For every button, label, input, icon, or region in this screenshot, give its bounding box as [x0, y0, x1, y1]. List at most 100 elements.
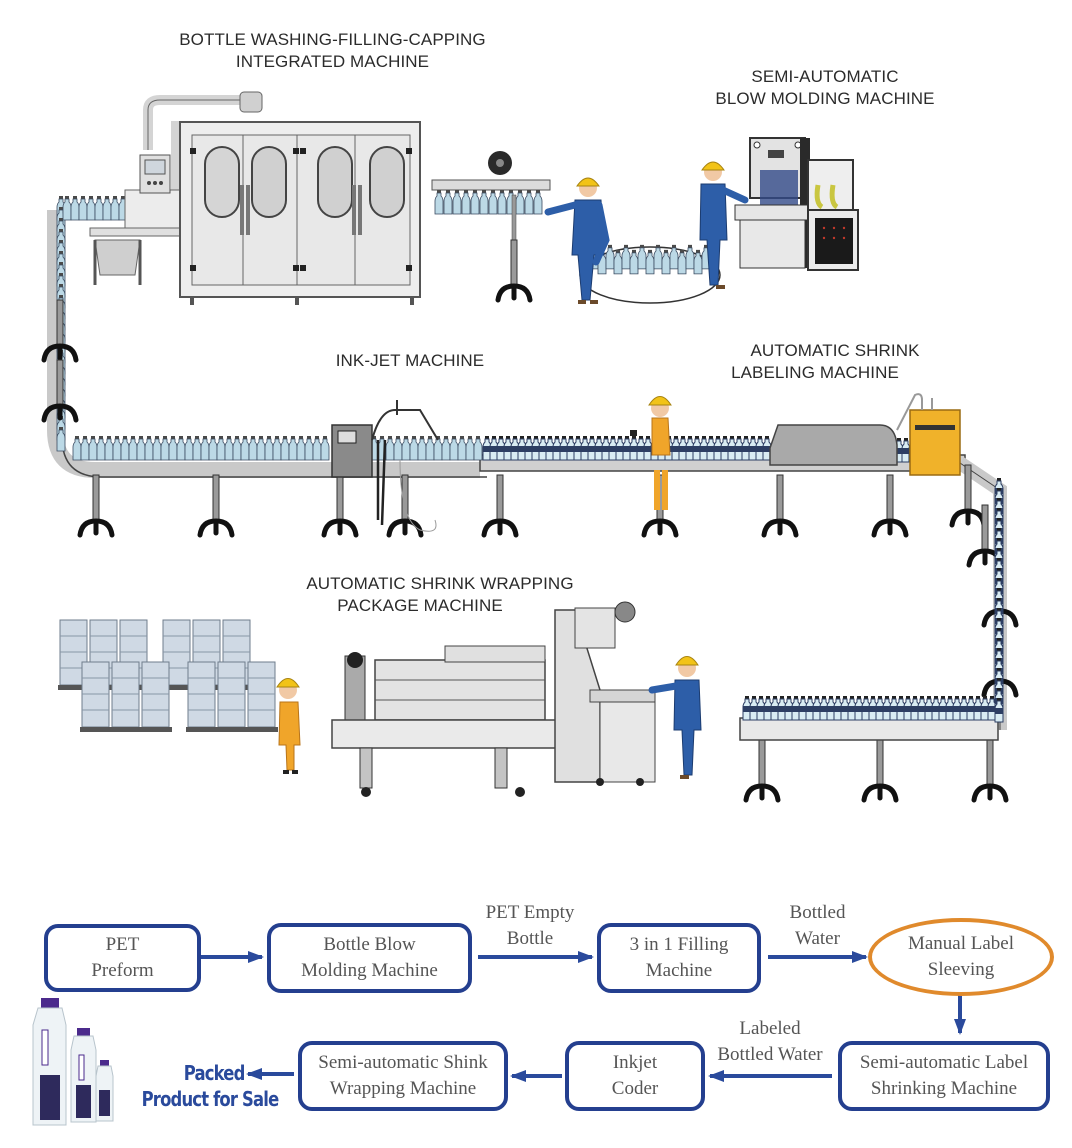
node-blow-molding: Bottle Blow Molding Machine	[267, 923, 472, 993]
bottle	[152, 435, 162, 461]
bottle	[80, 435, 90, 461]
conveyor-stand	[324, 475, 356, 535]
bottle	[264, 435, 274, 461]
bottle	[497, 189, 507, 215]
shrink-labeling-machine	[769, 393, 961, 476]
node-text: Molding Machine	[301, 960, 438, 981]
conveyor-stand	[764, 475, 796, 535]
bottle	[94, 195, 104, 221]
bottom-right-conveyor	[739, 717, 999, 741]
node-text: Coder	[611, 1078, 659, 1099]
node-text: Bottle Blow	[323, 934, 416, 955]
output-packed-product: Packed Product for Sale	[136, 1060, 284, 1112]
bottle	[78, 195, 88, 221]
bottle	[112, 435, 122, 461]
node-label-shrinking: Semi-automatic Label Shrinking Machine	[838, 1041, 1050, 1111]
bottle	[104, 435, 114, 461]
pallet	[186, 661, 278, 732]
bottle	[208, 435, 218, 461]
worker-wrapping	[648, 656, 702, 779]
shrink-wrapping-machine	[331, 601, 656, 797]
conveyor-stand	[974, 740, 1006, 800]
label-washing-filling-capping: BOTTLE WASHING-FILLING-CAPPING INTEGRATE…	[130, 29, 535, 73]
bottle	[248, 435, 258, 461]
bottle	[110, 195, 120, 221]
production-line-illustration	[0, 91, 1072, 820]
product-bottle-small	[95, 1060, 114, 1122]
product-bottles-image	[32, 998, 114, 1126]
node-text: Preform	[91, 960, 154, 981]
bottle	[136, 435, 146, 461]
bottle	[200, 435, 210, 461]
label-line: AUTOMATIC SHRINK WRAPPING	[306, 574, 574, 593]
conveyor-stand	[200, 475, 232, 535]
output-text: Packed	[183, 1061, 246, 1085]
bottle	[86, 195, 96, 221]
bottle	[461, 189, 471, 215]
bottle	[288, 435, 298, 461]
bottle	[192, 435, 202, 461]
edge-text: Bottle	[506, 928, 554, 949]
bottle	[160, 435, 170, 461]
node-text: Sleeving	[927, 959, 995, 980]
node-pet-preform: PET Preform	[44, 924, 201, 992]
bottle	[62, 195, 72, 221]
node-text: Semi-automatic Shink	[318, 1052, 488, 1073]
bottle	[70, 195, 80, 221]
conveyor-stand	[389, 475, 421, 535]
label-blow-molding: SEMI-AUTOMATIC BLOW MOLDING MACHINE	[680, 66, 970, 110]
bottle	[425, 435, 435, 461]
bottle	[304, 435, 314, 461]
label-line: PACKAGE MACHINE	[337, 596, 503, 615]
edge-text: Water	[795, 928, 840, 949]
edge-label-labeled-bottled-water: Labeled Bottled Water	[705, 1016, 835, 1068]
bottle	[685, 244, 695, 270]
label-line: BLOW MOLDING MACHINE	[715, 89, 935, 108]
bottle	[488, 189, 498, 215]
edge-text: Labeled	[739, 1018, 801, 1039]
edge-label-pet-empty-bottle: PET Empty Bottle	[470, 900, 590, 952]
bottle	[441, 435, 451, 461]
label-line: LABELING MACHINE	[731, 363, 899, 382]
pallet	[80, 661, 172, 732]
bottle	[232, 435, 242, 461]
output-text: Product for Sale	[141, 1087, 280, 1111]
node-text: PET	[105, 934, 140, 955]
worker-middle	[630, 396, 672, 510]
packed-pallets	[58, 619, 278, 732]
label-ink-jet: INK-JET MACHINE	[300, 350, 520, 372]
conveyor-stand	[746, 740, 778, 800]
node-text: Manual Label	[907, 933, 1015, 954]
edge-text: PET Empty	[485, 902, 575, 923]
bottle	[184, 435, 194, 461]
bottle	[465, 435, 475, 461]
bottle	[449, 435, 459, 461]
bottle	[240, 435, 250, 461]
edge-text: Bottled	[789, 902, 846, 923]
bottle	[457, 435, 467, 461]
bottle	[533, 189, 543, 215]
bottle	[144, 435, 154, 461]
node-text: Inkjet	[612, 1052, 658, 1073]
bottle	[120, 435, 130, 461]
worker-pallets	[276, 678, 301, 774]
worker-top-right	[699, 161, 749, 289]
bottle	[102, 195, 112, 221]
conveyor-stand	[874, 475, 906, 535]
bottle	[524, 189, 534, 215]
bottle	[168, 435, 178, 461]
label-line: AUTOMATIC SHRINK	[750, 341, 920, 360]
bottle	[434, 189, 444, 215]
label-shrink-labeling: AUTOMATIC SHRINK LABELING MACHINE	[690, 340, 940, 384]
bottle	[280, 435, 290, 461]
bottle	[605, 244, 615, 270]
ink-jet-machine	[331, 400, 439, 532]
product-bottle-medium	[70, 1028, 97, 1123]
bottle	[409, 435, 419, 461]
product-bottle-large	[32, 998, 67, 1126]
bottle	[88, 435, 98, 461]
conveyor-stand	[864, 740, 896, 800]
node-filling: 3 in 1 Filling Machine	[597, 923, 761, 993]
bottle	[312, 435, 322, 461]
node-text: Semi-automatic Label	[859, 1052, 1029, 1073]
